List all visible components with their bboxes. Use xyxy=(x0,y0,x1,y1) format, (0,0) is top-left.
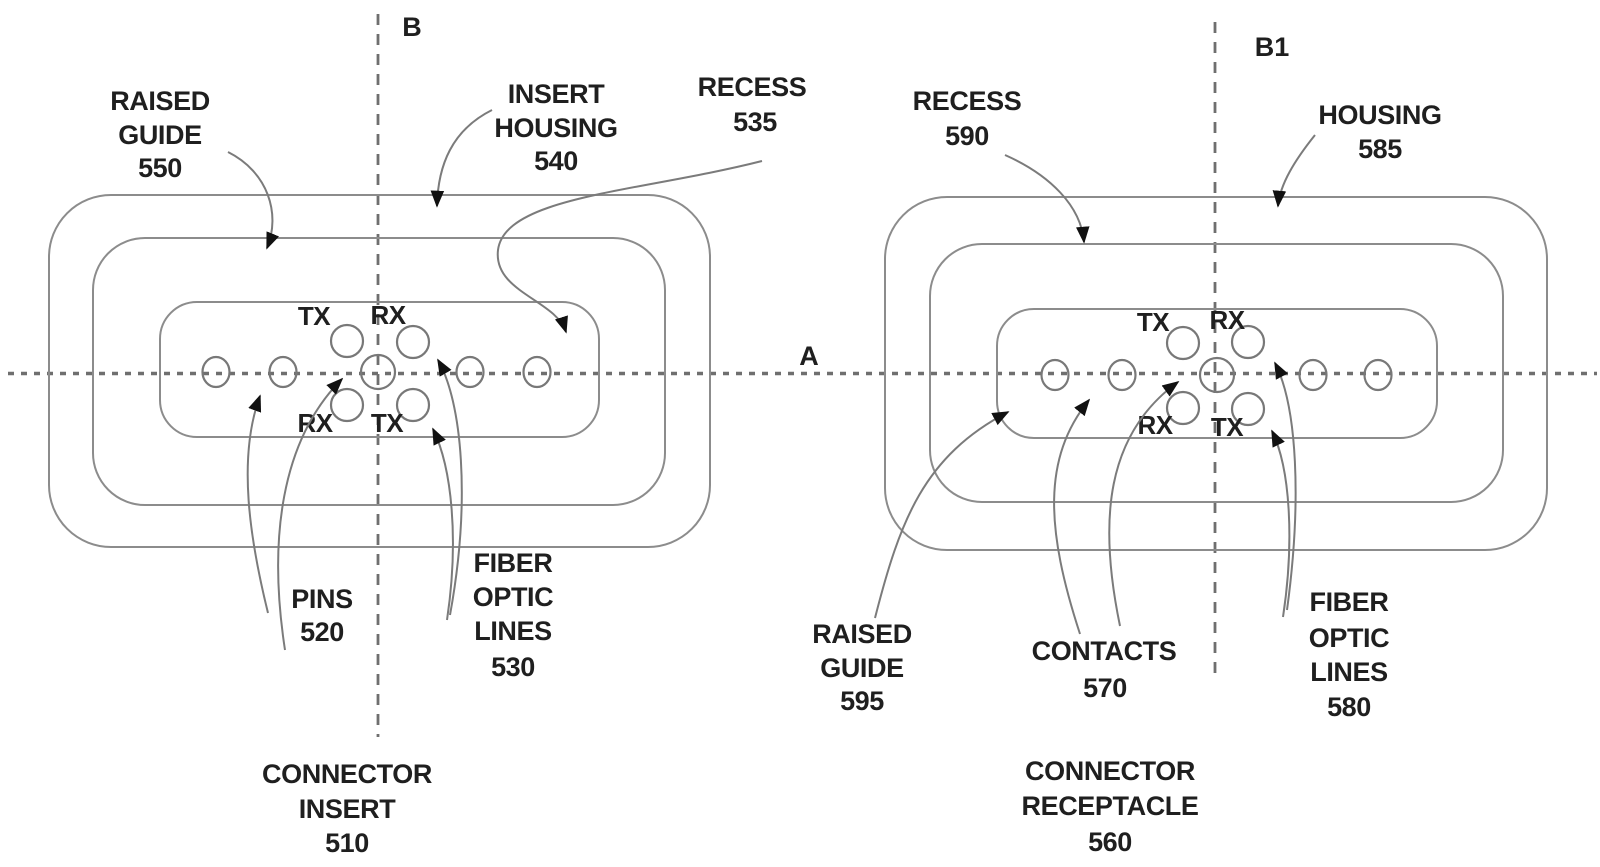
contacts-570-arrow-2 xyxy=(1108,381,1180,627)
pins-520-label-line2: 520 xyxy=(300,617,344,647)
connector-receptacle-560-title-line2: RECEPTACLE xyxy=(1021,791,1198,821)
contacts-570-label-line1: CONTACTS xyxy=(1032,636,1177,666)
right-contact-circle-5 xyxy=(1363,358,1393,392)
left-pin-circle-1 xyxy=(201,355,231,389)
right-fiber-circle-rx-bottom xyxy=(1165,390,1201,426)
pins-520-label-line1: PINS xyxy=(291,584,352,614)
connector-insert-510-title-line3: 510 xyxy=(325,828,369,858)
fiber-optic-lines-530-arrow-2 xyxy=(437,358,463,616)
raised-guide-550-arrow xyxy=(227,151,280,250)
contacts-570-arrow-1 xyxy=(1053,398,1091,635)
left-callout-labels: RAISED GUIDE 550 INSERT HOUSING 540 RECE… xyxy=(110,72,807,858)
fiber-optic-lines-530-label-line1: FIBER xyxy=(473,548,552,578)
housing-585-label-line2: 585 xyxy=(1358,134,1402,164)
axis-label-b1: B1 xyxy=(1255,32,1290,62)
right-contact-circle-2 xyxy=(1107,358,1137,392)
recess-590-label-line1: RECESS xyxy=(913,86,1022,116)
contacts-570-label-line2: 570 xyxy=(1083,673,1127,703)
fiber-optic-lines-580-label-line1: FIBER xyxy=(1309,587,1388,617)
left-pin-circle-4 xyxy=(455,355,485,389)
right-outer-housing-outline xyxy=(884,196,1548,551)
left-port-label-tx-top: TX xyxy=(298,301,331,331)
fiber-optic-lines-580-label-line4: 580 xyxy=(1327,692,1371,722)
left-outer-housing-outline xyxy=(48,194,711,548)
right-contact-circle-1 xyxy=(1040,358,1070,392)
left-fiber-circle-rx-bottom xyxy=(329,387,365,423)
axis-label-a: A xyxy=(799,341,819,371)
recess-535-label-line1: RECESS xyxy=(698,72,807,102)
connector-receptacle-560-title-line1: CONNECTOR xyxy=(1025,756,1195,786)
left-port-label-tx-bottom: TX xyxy=(371,408,404,438)
right-port-label-tx-top: TX xyxy=(1137,307,1170,337)
connector-insert-510-title-line1: CONNECTOR xyxy=(262,759,432,789)
pins-520-arrow-2 xyxy=(277,377,344,651)
fiber-optic-lines-580-arrow-1 xyxy=(1271,429,1291,618)
left-fiber-circle-tx-top xyxy=(329,323,365,359)
left-center-pin-circle xyxy=(359,353,397,391)
pins-520-arrow-1 xyxy=(246,394,269,614)
left-connector: TX RX RX TX xyxy=(48,194,711,548)
right-leader-arrows xyxy=(874,134,1316,635)
connector-insert-510-title-line2: INSERT xyxy=(299,794,397,824)
recess-535-label-line2: 535 xyxy=(733,107,777,137)
connector-receptacle-560-title-line3: 560 xyxy=(1088,827,1132,857)
insert-housing-540-label-line2: HOUSING xyxy=(494,113,617,143)
left-pin-circle-2 xyxy=(268,355,298,389)
right-port-label-rx-bottom: RX xyxy=(1137,410,1173,440)
raised-guide-595-arrow xyxy=(874,411,1010,619)
left-port-label-rx-top: RX xyxy=(370,300,406,330)
right-recess-outline xyxy=(996,308,1438,439)
housing-585-arrow xyxy=(1272,134,1316,208)
insert-housing-540-label-line3: 540 xyxy=(534,146,578,176)
recess-535-arrow xyxy=(496,160,763,334)
fiber-optic-lines-530-arrow-1 xyxy=(432,427,454,621)
fiber-optic-lines-580-arrow-2 xyxy=(1274,361,1297,611)
right-fiber-circle-tx-top xyxy=(1165,325,1201,361)
fiber-optic-lines-580-label-line2: OPTIC xyxy=(1309,623,1390,653)
raised-guide-550-label-line2: GUIDE xyxy=(118,120,202,150)
right-port-label-tx-bottom: TX xyxy=(1211,412,1244,442)
left-fiber-circle-tx-bottom xyxy=(395,387,431,423)
right-fiber-circle-rx-top xyxy=(1230,324,1266,360)
axis-label-b: B xyxy=(402,12,422,42)
fiber-optic-lines-580-label-line3: LINES xyxy=(1310,657,1388,687)
right-center-contact-circle xyxy=(1198,356,1236,394)
left-leader-arrows xyxy=(227,109,763,651)
right-contact-circle-4 xyxy=(1298,358,1328,392)
raised-guide-595-label-line1: RAISED xyxy=(812,619,912,649)
left-raised-guide-outline xyxy=(92,237,666,506)
insert-housing-540-label-line1: INSERT xyxy=(508,79,606,109)
right-fiber-circle-tx-bottom xyxy=(1230,391,1266,427)
raised-guide-595-label-line3: 595 xyxy=(840,686,884,716)
fiber-optic-lines-530-label-line2: OPTIC xyxy=(473,582,554,612)
left-recess-outline xyxy=(159,301,600,438)
raised-guide-550-label-line3: 550 xyxy=(138,153,182,183)
right-callout-labels: RECESS 590 HOUSING 585 RAISED GUIDE 595 … xyxy=(812,86,1442,857)
raised-guide-595-label-line2: GUIDE xyxy=(820,653,904,683)
left-fiber-circle-rx-top xyxy=(395,324,431,360)
fiber-optic-lines-530-label-line3: LINES xyxy=(474,616,552,646)
left-pin-circle-5 xyxy=(522,355,552,389)
housing-585-label-line1: HOUSING xyxy=(1318,100,1441,130)
fiber-optic-lines-530-label-line4: 530 xyxy=(491,652,535,682)
right-raised-guide-outline xyxy=(929,243,1504,503)
raised-guide-550-label-line1: RAISED xyxy=(110,86,210,116)
right-connector: TX RX RX TX xyxy=(884,196,1548,551)
recess-590-label-line2: 590 xyxy=(945,121,989,151)
insert-housing-540-arrow xyxy=(430,109,493,208)
right-port-label-rx-top: RX xyxy=(1209,305,1245,335)
recess-590-arrow xyxy=(1004,154,1090,244)
